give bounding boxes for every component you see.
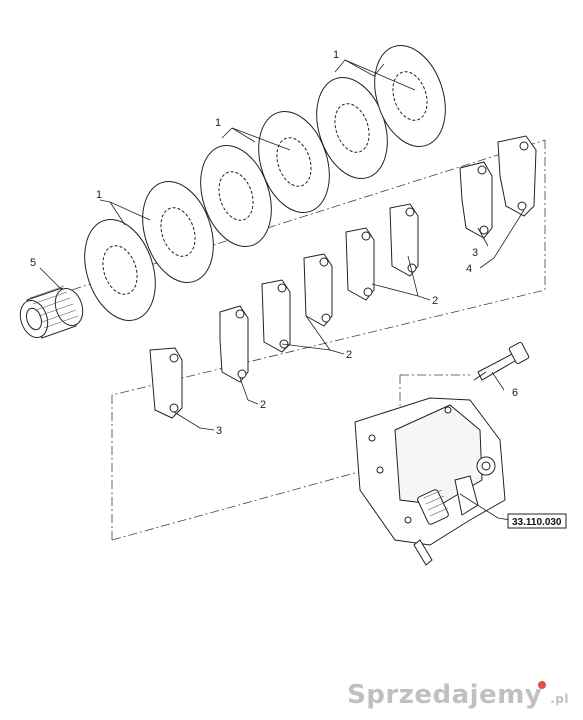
disc-2 xyxy=(142,181,214,283)
pad-left-plate xyxy=(149,347,183,419)
pad-right-4 xyxy=(497,135,537,217)
pad-2b xyxy=(261,279,291,353)
pad-right-3 xyxy=(459,161,493,239)
callout-2-middle: 2 xyxy=(346,349,352,361)
disc-3 xyxy=(200,145,272,247)
callout-2-upper: 2 xyxy=(432,295,438,307)
watermark-text: Sprzedajemy xyxy=(347,680,543,710)
disc-4 xyxy=(258,111,330,213)
reference-box: 33.110.030 xyxy=(507,513,567,529)
disc-5 xyxy=(316,77,388,179)
watermark: Sprzedajemy .pl xyxy=(347,680,569,710)
callout-1-middle: 1 xyxy=(215,117,221,129)
friction-discs xyxy=(84,45,446,321)
callout-3-right: 3 xyxy=(472,247,478,259)
callout-1-top: 1 xyxy=(333,49,339,61)
callout-4: 4 xyxy=(466,263,472,275)
caliper-housing xyxy=(354,397,506,566)
leader-lines xyxy=(39,59,525,521)
brake-pads xyxy=(149,135,537,419)
callout-6: 6 xyxy=(512,387,518,399)
watermark-suffix: .pl xyxy=(550,692,569,706)
callout-5: 5 xyxy=(30,257,36,269)
watermark-dot-icon xyxy=(538,681,547,689)
valve-coil xyxy=(417,489,449,525)
reference-code: 33.110.030 xyxy=(512,517,562,528)
pad-2d xyxy=(345,227,375,301)
pad-2e xyxy=(389,203,419,277)
splined-hub xyxy=(19,285,84,339)
callout-2-lower: 2 xyxy=(260,399,266,411)
disc-1 xyxy=(84,219,156,321)
callout-3-left: 3 xyxy=(216,425,222,437)
bolt xyxy=(473,341,530,381)
callout-1-single: 1 xyxy=(96,189,102,201)
